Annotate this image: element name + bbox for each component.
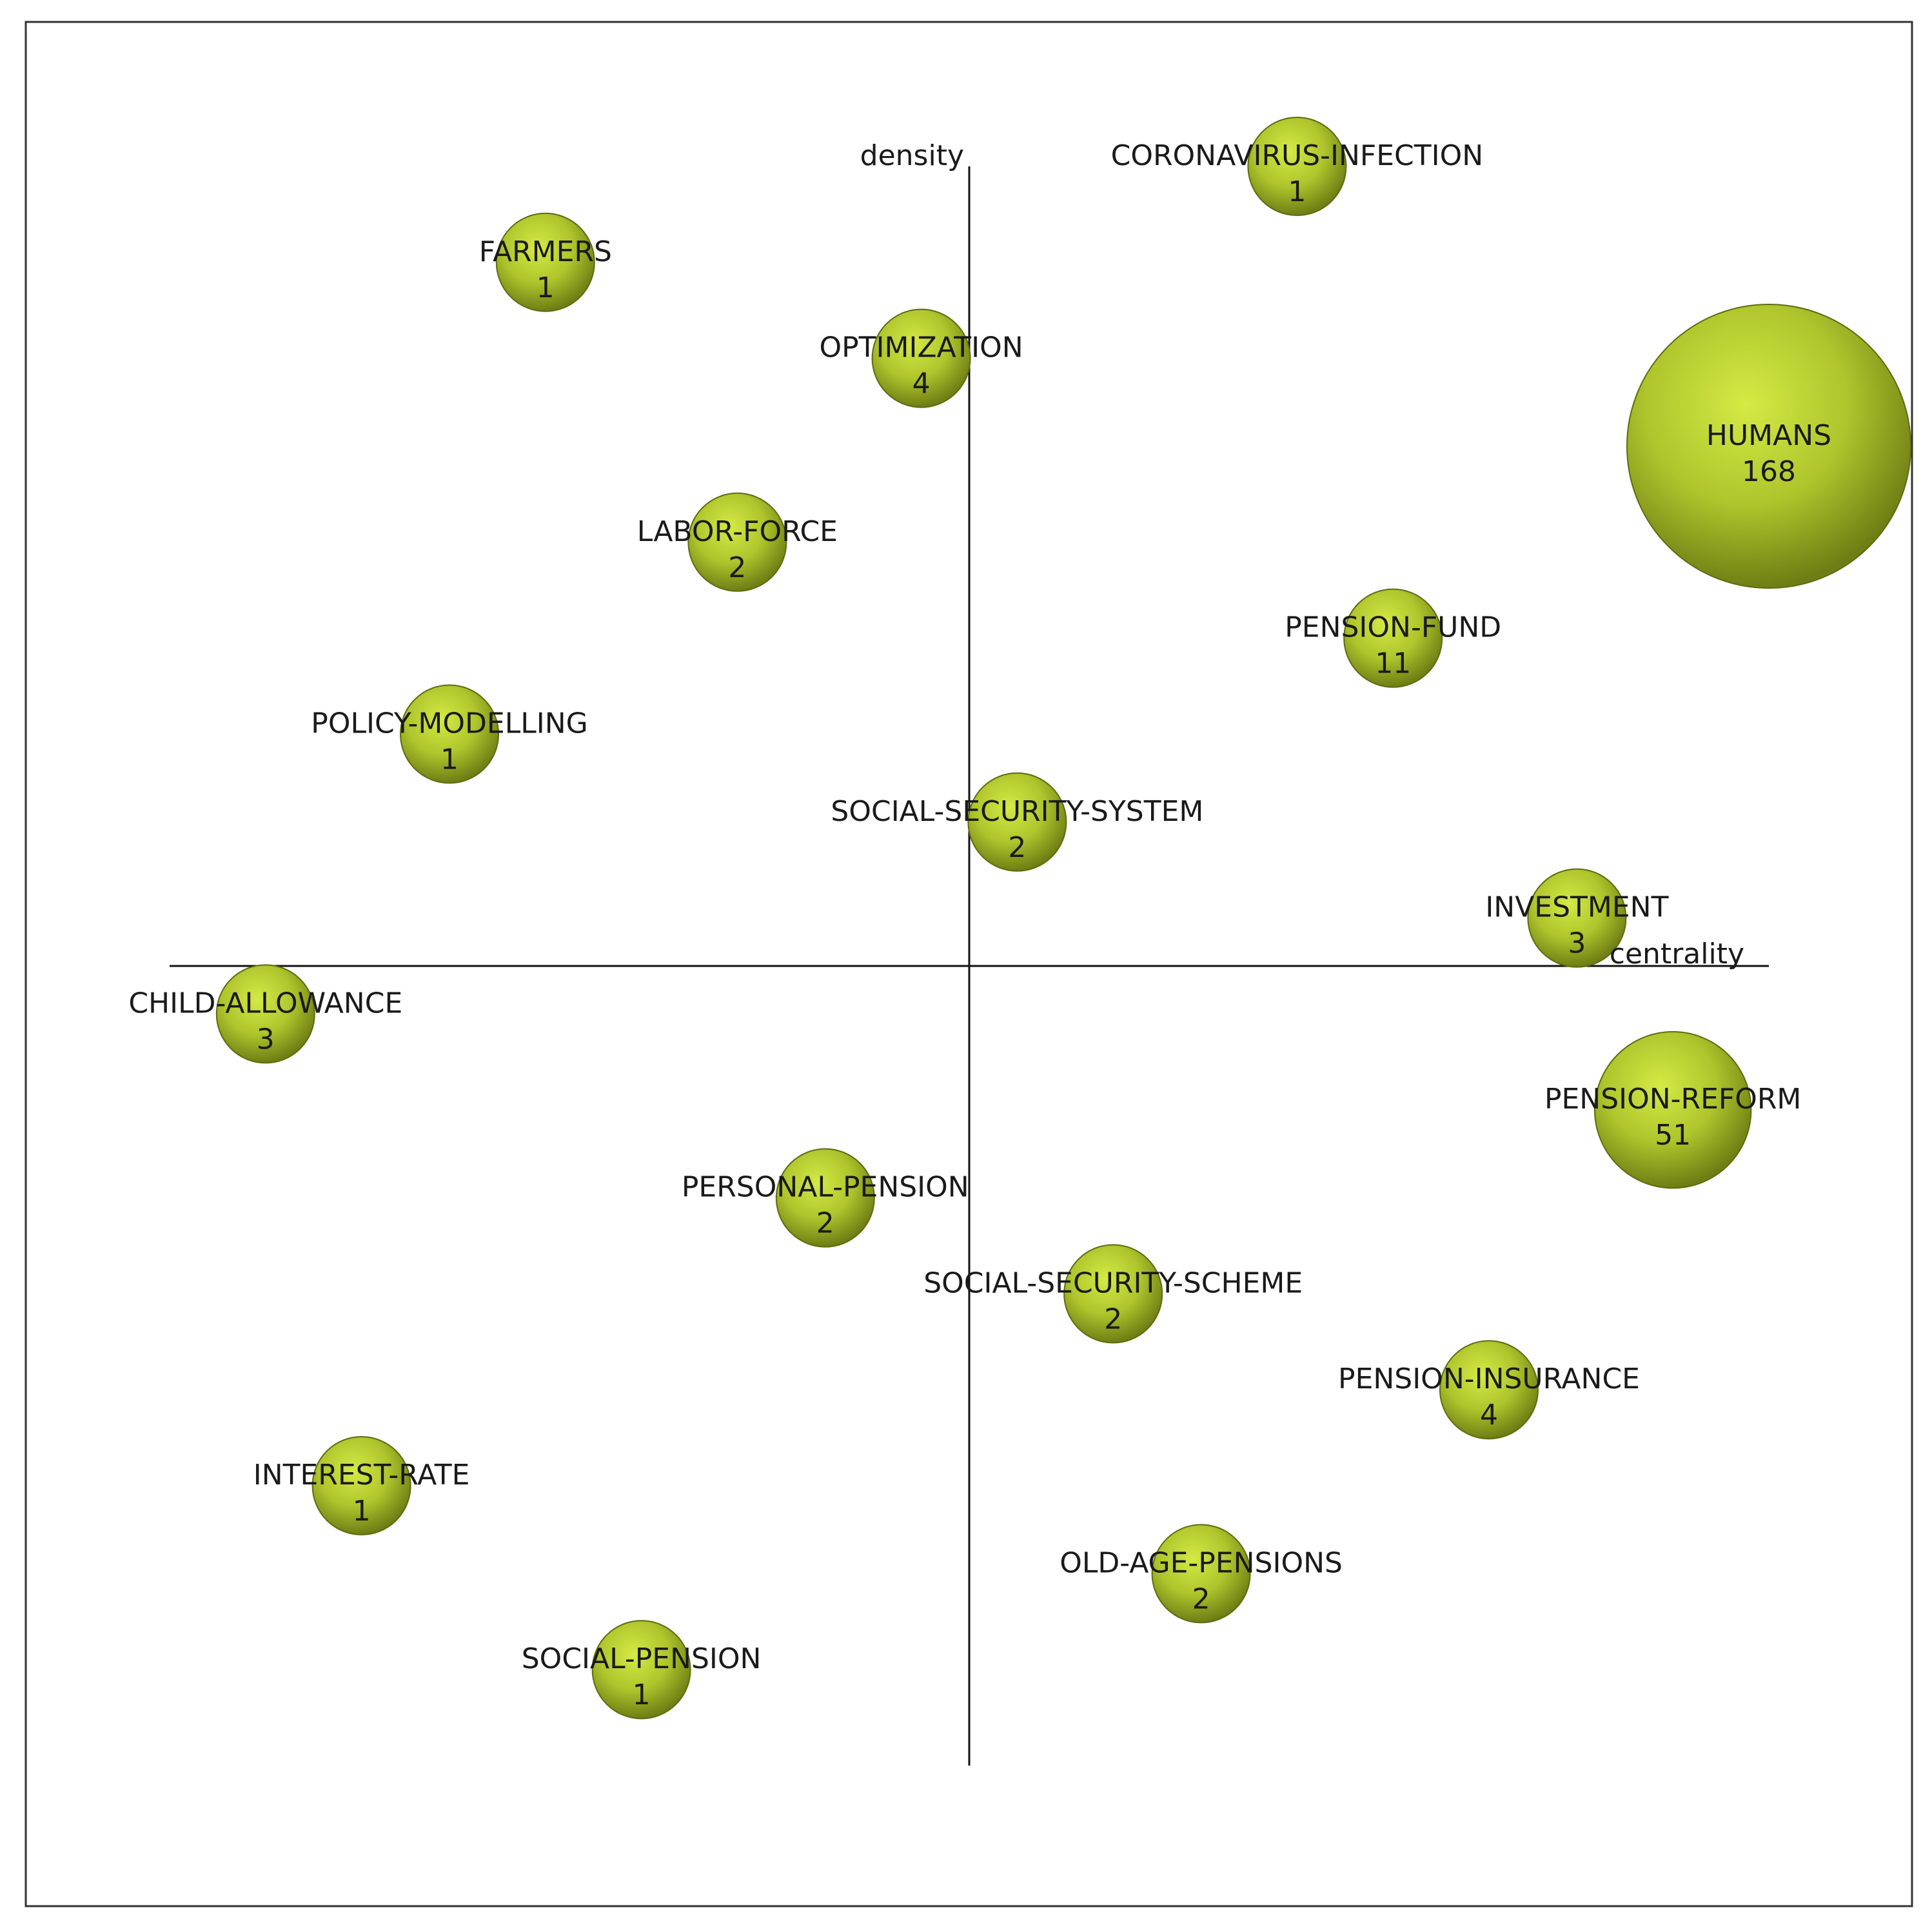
bubble-personal-pension: [775, 1148, 875, 1248]
bubble-label: CORONAVIRUS-INFECTION: [1111, 139, 1484, 172]
bubble-count: 11: [1375, 647, 1411, 680]
bubble-label: CHILD-ALLOWANCE: [128, 987, 402, 1019]
bubble-label: PERSONAL-PENSION: [682, 1171, 969, 1204]
bubble-social-pension: [591, 1620, 691, 1720]
bubble-pension-insurance: [1439, 1340, 1539, 1440]
bubble-pension-fund: [1343, 588, 1443, 688]
bubble-child-allowance: [215, 964, 315, 1064]
bubble-label: OPTIMIZATION: [820, 331, 1023, 364]
bubble-farmers: [495, 212, 595, 312]
bubble-count: 1: [633, 1679, 651, 1711]
bubble-label: HUMANS: [1706, 419, 1831, 452]
bubble-label: SOCIAL-PENSION: [522, 1642, 762, 1675]
bubble-pension-reform: [1593, 1030, 1752, 1189]
bubble-count: 2: [1104, 1303, 1122, 1335]
bubble-count: 4: [1480, 1399, 1498, 1432]
bubble-label: FARMERS: [479, 235, 612, 268]
bubble-optimization: [871, 308, 971, 408]
labels-layer: densitycentralityCORONAVIRUS-INFECTION1F…: [128, 139, 1831, 1711]
bubble-count: 1: [1288, 175, 1306, 208]
bubble-label: PENSION-INSURANCE: [1338, 1363, 1640, 1395]
bubble-label: LABOR-FORCE: [637, 515, 838, 548]
bubble-social-security-scheme: [1063, 1244, 1163, 1344]
bubble-count: 2: [1192, 1582, 1210, 1615]
bubble-old-age-pensions: [1151, 1524, 1251, 1624]
bubble-label: SOCIAL-SECURITY-SCHEME: [923, 1266, 1303, 1299]
bubble-label: INVESTMENT: [1485, 891, 1668, 924]
bubble-count: 51: [1655, 1119, 1691, 1152]
bubble-count: 1: [440, 743, 458, 776]
bubble-count: 2: [1008, 831, 1026, 864]
y-axis-label: density: [860, 139, 964, 172]
bubble-policy-modelling: [400, 684, 499, 784]
bubble-count: 2: [728, 551, 746, 584]
bubble-label: POLICY-MODELLING: [311, 707, 587, 740]
bubble-count: 168: [1742, 455, 1796, 488]
bubble-count: 3: [1568, 927, 1586, 960]
bubble-count: 2: [816, 1207, 834, 1240]
bubble-label: SOCIAL-SECURITY-SYSTEM: [831, 795, 1203, 828]
bubble-interest-rate: [311, 1436, 411, 1535]
bubble-label: INTEREST-RATE: [253, 1459, 470, 1492]
bubble-count: 1: [353, 1495, 371, 1528]
bubble-humans: [1626, 304, 1911, 589]
bubble-count: 4: [912, 368, 931, 400]
bubbles-layer: [215, 117, 1911, 1720]
bubble-investment: [1527, 868, 1627, 968]
bubble-count: 3: [257, 1023, 275, 1056]
bubble-label: OLD-AGE-PENSIONS: [1060, 1546, 1343, 1579]
bubble-label: PENSION-REFORM: [1544, 1083, 1801, 1116]
bubble-labor-force: [687, 492, 787, 592]
bubble-social-security-system: [967, 772, 1067, 872]
bubble-coronavirus-infection: [1247, 117, 1347, 216]
x-axis-label: centrality: [1610, 938, 1744, 970]
axes-layer: [170, 166, 1769, 1766]
bubble-label: PENSION-FUND: [1285, 611, 1501, 644]
bubble-count: 1: [537, 271, 555, 304]
